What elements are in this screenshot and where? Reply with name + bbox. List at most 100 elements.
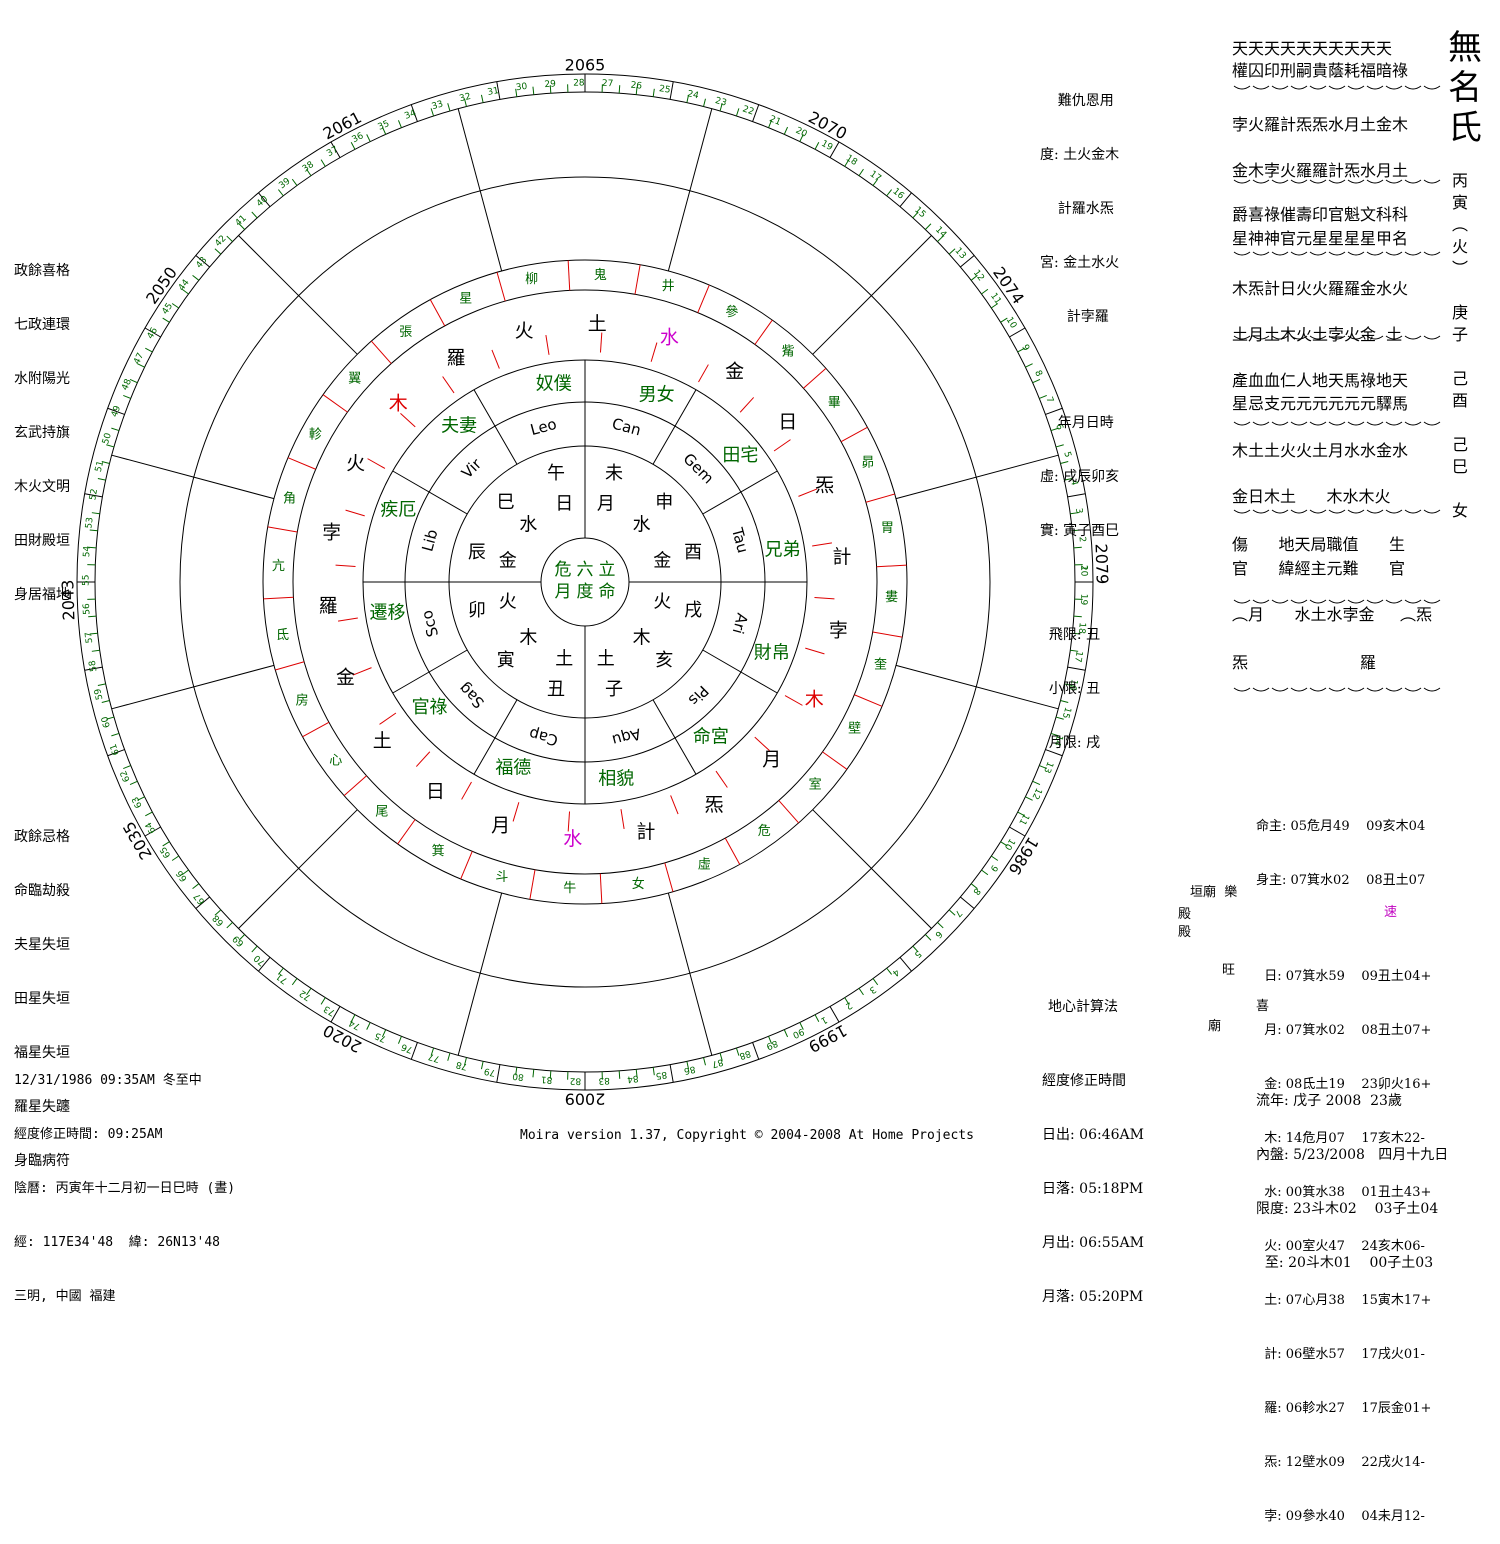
grid-bracket [1405, 600, 1421, 603]
mansion-divider [275, 662, 304, 670]
table-row: 命主: 05危月49 09亥木04 [1256, 818, 1431, 836]
outer-tick [960, 897, 974, 909]
mansion-divider [492, 350, 499, 369]
palace-label: 相貌 [598, 769, 634, 790]
outer-tick [111, 428, 119, 430]
mansion-label: 井 [662, 279, 675, 294]
grid-bracket [1272, 422, 1288, 425]
branch-label: 午 [547, 463, 565, 484]
grid-bracket [1234, 336, 1250, 339]
age-tick-label: 72 [298, 987, 313, 1002]
outer-tick [704, 99, 706, 107]
mansion-divider [665, 863, 673, 892]
mansion-divider [873, 632, 903, 637]
mansion-divider [546, 335, 549, 355]
age-tick-label: 13 [953, 246, 968, 261]
planet-label: 炁 [815, 475, 834, 497]
mansion-divider [698, 285, 710, 313]
element-label: 木 [519, 628, 537, 649]
outer-tick [1033, 379, 1040, 382]
mansion-divider [338, 618, 358, 621]
mansion-divider [812, 543, 832, 546]
grid-bracket [1272, 600, 1288, 603]
outer-tick [102, 701, 110, 703]
element-label: 土 [555, 648, 573, 669]
age-tick-label: 3 [867, 984, 877, 995]
planet-label: 土 [588, 313, 607, 335]
center-label: 立 [599, 560, 616, 580]
center-label: 命 [599, 582, 616, 602]
grid-bracket [1253, 600, 1269, 603]
age-tick-label: 65 [159, 845, 174, 860]
center-label: 六 [577, 560, 594, 580]
outer-tick [830, 1006, 839, 1022]
pattern-item: 身居福地 [14, 586, 70, 604]
branch-label: 酉 [684, 542, 702, 563]
mansion-label: 翼 [348, 371, 361, 386]
age-tick-label: 32 [458, 92, 472, 104]
grid-bracket [1367, 86, 1383, 89]
grid-bracket [1386, 422, 1402, 425]
grid-bracket [1272, 86, 1288, 89]
grid-bracket [1386, 180, 1402, 183]
outer-tick [859, 169, 863, 176]
mansion-label: 心 [329, 754, 342, 769]
age-tick-label: 71 [275, 971, 290, 986]
lunar-date: 陰曆: 丙寅年十二月初一日巳時 (晝) [14, 1180, 235, 1198]
grid-bracket [1405, 688, 1421, 691]
palace-label: 遷移 [369, 602, 405, 623]
age-tick-label: 50 [101, 432, 114, 446]
mansion-divider [755, 320, 772, 344]
age-tick-label: 79 [483, 1065, 496, 1077]
age-tick-label: 62 [119, 769, 133, 783]
info-line: 宮: 金土水火 [1040, 254, 1119, 272]
mansion-divider [368, 459, 385, 469]
age-tick-label: 85 [655, 1069, 668, 1081]
age-tick-label: 21 [768, 114, 782, 128]
grid-bracket [1424, 600, 1440, 603]
age-tick-label: 77 [427, 1051, 441, 1064]
element-label: 金 [499, 550, 517, 571]
mansion-label: 柳 [525, 272, 538, 287]
age-tick-label: 19 [819, 139, 834, 153]
outer-tick [252, 212, 257, 218]
mansion-divider [841, 427, 867, 441]
age-tick-label: 8 [970, 886, 982, 897]
age-tick-label: 64 [144, 820, 158, 835]
age-tick-label: 46 [146, 326, 161, 341]
sign-label: Leo [528, 415, 558, 439]
rise-set-info: 經度修正時間 日出: 06:46AM 日落: 05:18PM 月出: 06:55… [1042, 1036, 1144, 1324]
branch-label: 戌 [684, 600, 702, 621]
outer-tick [98, 478, 106, 480]
age-tick-label: 10 [1004, 316, 1019, 331]
element-label: 火 [499, 592, 517, 613]
mansion-divider [671, 795, 678, 814]
age-tick-label: 57 [84, 631, 95, 643]
sunset: 日落: 05:18PM [1042, 1180, 1144, 1198]
outer-tick [1009, 827, 1025, 836]
year-label: 2009 [565, 1090, 606, 1109]
mansion-divider [303, 722, 329, 736]
sign-label: Tau [728, 525, 752, 555]
age-tick-label: 75 [373, 1030, 388, 1044]
mansion-divider [866, 494, 895, 502]
grid-bracket [1310, 688, 1326, 691]
grid-bracket [1424, 688, 1440, 691]
grid-separators [1230, 40, 1450, 700]
mansion-label: 壁 [848, 721, 861, 736]
grid-bracket [1291, 336, 1307, 339]
house-divider [896, 455, 1058, 498]
grid-bracket [1272, 336, 1288, 339]
pattern-item: 田星失垣 [14, 990, 70, 1008]
mansion-divider [443, 376, 454, 392]
mansion-divider [779, 800, 799, 822]
house-divider [668, 893, 711, 1055]
grid-bracket [1234, 422, 1250, 425]
mansion-label: 角 [283, 491, 296, 506]
fast-marker: 速 [1384, 904, 1397, 922]
palace-label: 財帛 [754, 643, 790, 664]
planet-label: 水 [563, 828, 582, 850]
mansion-divider [263, 597, 293, 599]
outer-tick [292, 978, 297, 984]
outer-tick [497, 1065, 500, 1083]
